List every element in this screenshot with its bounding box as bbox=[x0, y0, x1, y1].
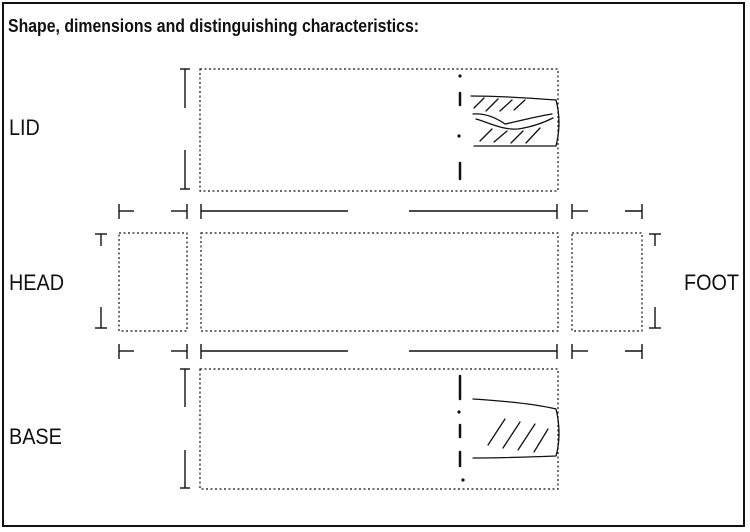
lid-panel bbox=[199, 68, 559, 192]
side-panel bbox=[200, 232, 559, 332]
form-border bbox=[2, 2, 745, 527]
head-label: HEAD bbox=[9, 270, 65, 295]
foot-height-dimension bbox=[649, 233, 661, 329]
base-height-dimension bbox=[180, 368, 190, 489]
lid-sketch-icon bbox=[457, 74, 560, 181]
head-height-dimension bbox=[95, 233, 107, 329]
base-panel bbox=[199, 368, 559, 490]
head-panel bbox=[118, 232, 188, 332]
lid-label: LID bbox=[9, 115, 40, 140]
base-label: BASE bbox=[9, 424, 62, 449]
form-heading: Shape, dimensions and distinguishing cha… bbox=[8, 16, 420, 36]
foot-label: FOOT bbox=[684, 270, 739, 295]
width-dimension-top bbox=[118, 204, 643, 219]
width-dimension-bottom bbox=[118, 344, 643, 359]
lid-height-dimension bbox=[180, 68, 190, 190]
base-sketch-icon bbox=[457, 374, 560, 482]
foot-panel bbox=[571, 232, 643, 332]
